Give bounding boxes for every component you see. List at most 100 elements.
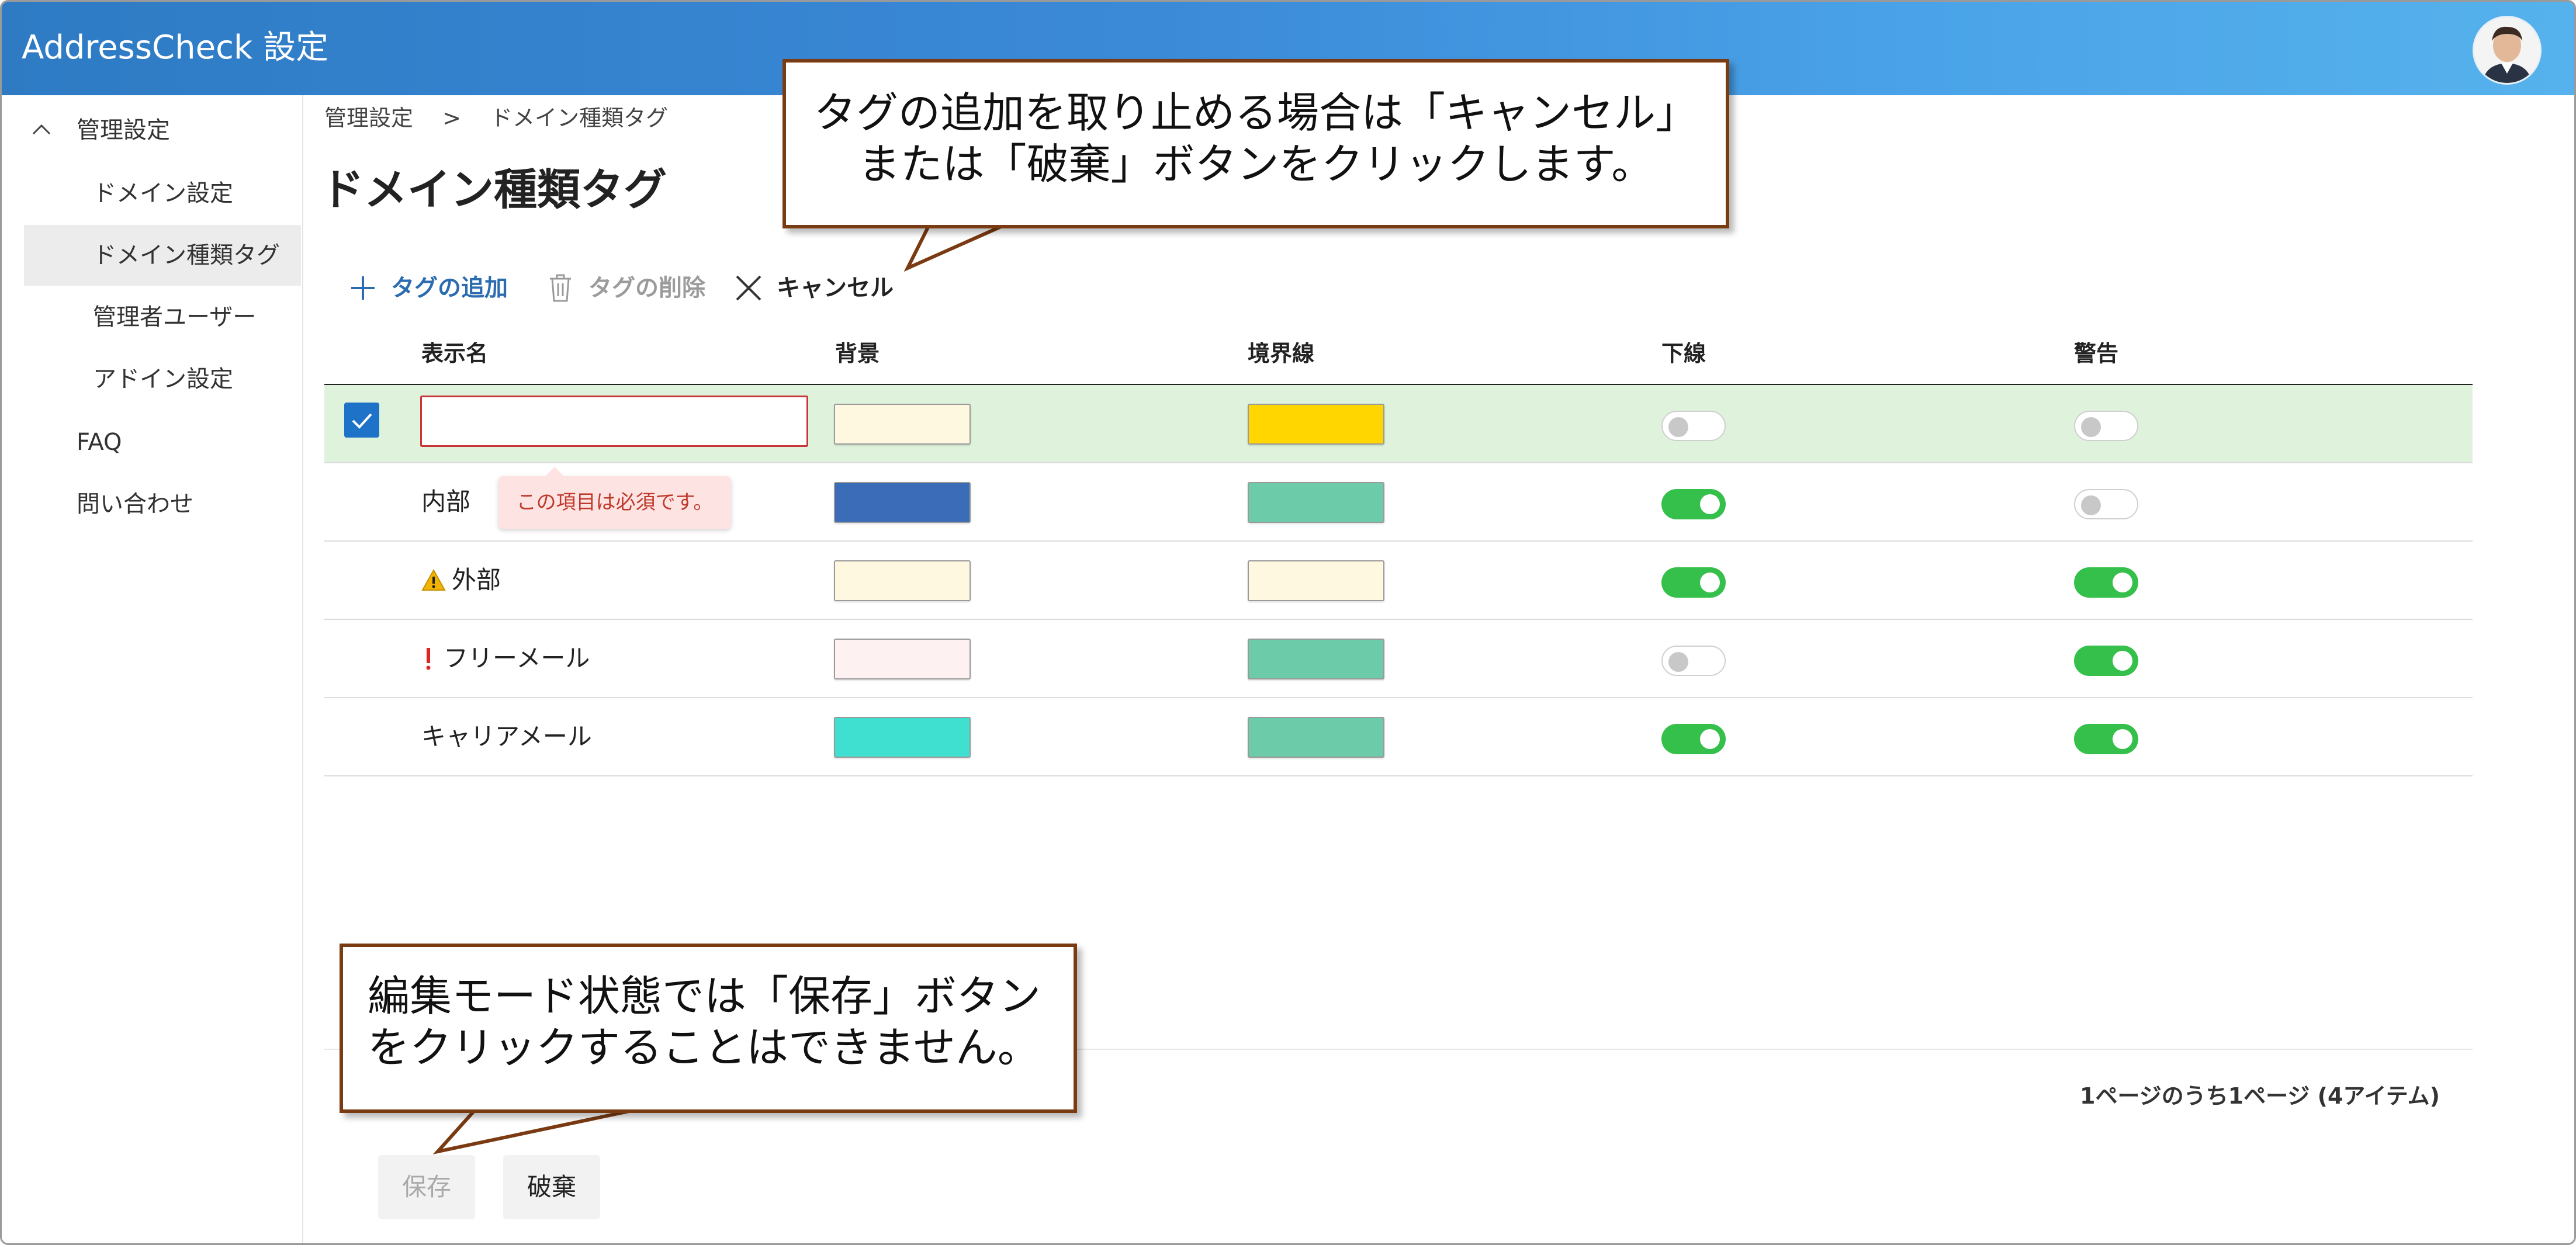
table-row[interactable]: キャリアメール — [324, 698, 2473, 776]
display-name-cell: フリーメール — [421, 620, 590, 697]
sidebar-item-label: ドメイン種類タグ — [93, 242, 280, 269]
sidebar-item-label: アドイン設定 — [93, 366, 233, 393]
sidebar-item-label: 管理者ユーザー — [93, 304, 257, 331]
border-color-swatch[interactable] — [1248, 560, 1384, 601]
validation-tooltip: この項目は必須です。 — [498, 467, 731, 529]
sidebar-item-label: 管理設定 — [77, 117, 170, 144]
display-name-input[interactable] — [420, 396, 808, 447]
background-color-swatch[interactable] — [834, 560, 971, 601]
underline-toggle[interactable] — [1661, 489, 1726, 519]
page-title: ドメイン種類タグ — [321, 165, 667, 215]
breadcrumb: 管理設定 > ドメイン種類タグ — [324, 100, 690, 132]
breadcrumb-current: ドメイン種類タグ — [490, 105, 669, 131]
sidebar-item-domain-settings[interactable]: ドメイン設定 — [24, 163, 301, 224]
column-header-border[interactable]: 境界線 — [1248, 341, 1315, 366]
underline-toggle[interactable] — [1661, 567, 1726, 598]
add-tag-button[interactable]: タグの追加 — [347, 267, 508, 309]
table-row[interactable]: 内部 — [324, 463, 2473, 542]
sidebar-item-label: ドメイン設定 — [93, 180, 233, 207]
toggle-knob — [1700, 494, 1720, 514]
toggle-knob — [2113, 573, 2132, 592]
callout-text-line: 編集モード状態では「保存」ボタン — [368, 972, 1041, 1021]
callout-text-line: または「破棄」ボタンをクリックします。 — [858, 140, 1654, 189]
underline-toggle[interactable] — [1661, 646, 1726, 676]
toggle-knob — [2113, 651, 2132, 671]
column-header-background[interactable]: 背景 — [835, 341, 880, 366]
close-icon — [736, 275, 761, 301]
sidebar-item-admin-users[interactable]: 管理者ユーザー — [24, 287, 301, 348]
discard-button[interactable]: 破棄 — [503, 1155, 600, 1219]
column-header-warning[interactable]: 警告 — [2074, 341, 2119, 366]
exclamation-icon — [426, 648, 431, 670]
toggle-knob — [1668, 417, 1688, 437]
tag-name: 内部 — [421, 487, 471, 516]
sidebar-item-label: 問い合わせ — [77, 491, 193, 518]
warning-toggle[interactable] — [2074, 724, 2138, 754]
display-name-cell: 内部 — [421, 463, 470, 540]
plus-icon — [351, 276, 375, 300]
callout-tail — [896, 220, 1042, 272]
table-row[interactable]: フリーメール — [324, 620, 2473, 698]
delete-tag-label: タグの削除 — [588, 275, 705, 301]
cancel-button[interactable]: キャンセル — [732, 267, 894, 309]
save-button[interactable]: 保存 — [378, 1155, 475, 1219]
user-avatar-icon — [2474, 18, 2540, 83]
toggle-knob — [2081, 417, 2101, 437]
sidebar-item-label: FAQ — [77, 429, 122, 456]
sidebar-item-domain-type-tag[interactable]: ドメイン種類タグ — [24, 225, 301, 286]
border-color-swatch[interactable] — [1248, 717, 1384, 758]
toggle-knob — [2081, 495, 2101, 515]
tag-name: キャリアメール — [421, 722, 592, 751]
background-color-picker[interactable] — [834, 404, 971, 445]
warning-toggle[interactable] — [2074, 567, 2138, 598]
sidebar: 管理設定 ドメイン設定 ドメイン種類タグ 管理者ユーザー アドイン設定 FAQ … — [2, 95, 303, 1243]
delete-tag-button[interactable]: タグの削除 — [544, 267, 705, 309]
toggle-knob — [1668, 652, 1688, 672]
background-color-swatch[interactable] — [834, 639, 971, 679]
background-color-swatch[interactable] — [834, 717, 971, 758]
breadcrumb-parent[interactable]: 管理設定 — [324, 105, 414, 131]
sidebar-item-addin-settings[interactable]: アドイン設定 — [24, 349, 301, 410]
tag-name: 外部 — [452, 566, 501, 594]
warning-triangle-icon — [421, 568, 446, 591]
border-color-picker[interactable] — [1248, 404, 1384, 445]
cancel-label: キャンセル — [777, 275, 894, 301]
border-color-swatch[interactable] — [1248, 639, 1384, 679]
callout-text-line: タグの追加を取り止める場合は「キャンセル」 — [813, 88, 1698, 137]
app-title: AddressCheck 設定 — [22, 29, 329, 67]
toggle-knob — [2113, 729, 2132, 749]
border-color-swatch[interactable] — [1248, 482, 1384, 523]
warning-toggle[interactable] — [2074, 646, 2138, 676]
row-checkbox[interactable] — [344, 403, 379, 438]
underline-toggle[interactable] — [1661, 724, 1726, 754]
toggle-knob — [1700, 729, 1720, 749]
sidebar-item-admin-settings[interactable]: 管理設定 — [24, 100, 301, 161]
tag-name: フリーメール — [444, 644, 590, 672]
warning-toggle[interactable] — [2074, 489, 2138, 519]
sidebar-item-contact[interactable]: 問い合わせ — [24, 474, 301, 535]
callout-save-hint: 編集モード状態では「保存」ボタン をクリックすることはできません。 — [340, 944, 1077, 1113]
trash-icon — [550, 274, 571, 302]
sidebar-item-faq[interactable]: FAQ — [24, 412, 301, 473]
footer-divider — [324, 1049, 2473, 1050]
callout-text-line: をクリックすることはできません。 — [368, 1023, 1040, 1072]
column-header-underline[interactable]: 下線 — [1661, 341, 1706, 366]
add-tag-label: タグの追加 — [391, 275, 508, 301]
callout-tail — [432, 1104, 655, 1154]
chevron-up-icon — [30, 100, 53, 183]
column-header-display-name[interactable]: 表示名 — [421, 341, 489, 366]
breadcrumb-separator: > — [442, 105, 461, 131]
background-color-swatch[interactable] — [834, 482, 971, 523]
display-name-cell: キャリアメール — [421, 698, 592, 775]
underline-toggle[interactable] — [1661, 411, 1726, 441]
callout-cancel-hint: タグの追加を取り止める場合は「キャンセル」 または「破棄」ボタンをクリックします… — [783, 59, 1729, 228]
table-row[interactable] — [324, 385, 2473, 463]
table-header: 表示名 背景 境界線 下線 警告 — [324, 336, 2473, 386]
warning-toggle[interactable] — [2074, 411, 2138, 441]
avatar[interactable] — [2473, 16, 2542, 85]
checkmark-icon — [352, 413, 372, 429]
table-row[interactable]: 外部 — [324, 542, 2473, 620]
pager-info: 1ページのうち1ページ (4アイテム) — [2080, 1083, 2440, 1109]
toggle-knob — [1700, 573, 1720, 592]
